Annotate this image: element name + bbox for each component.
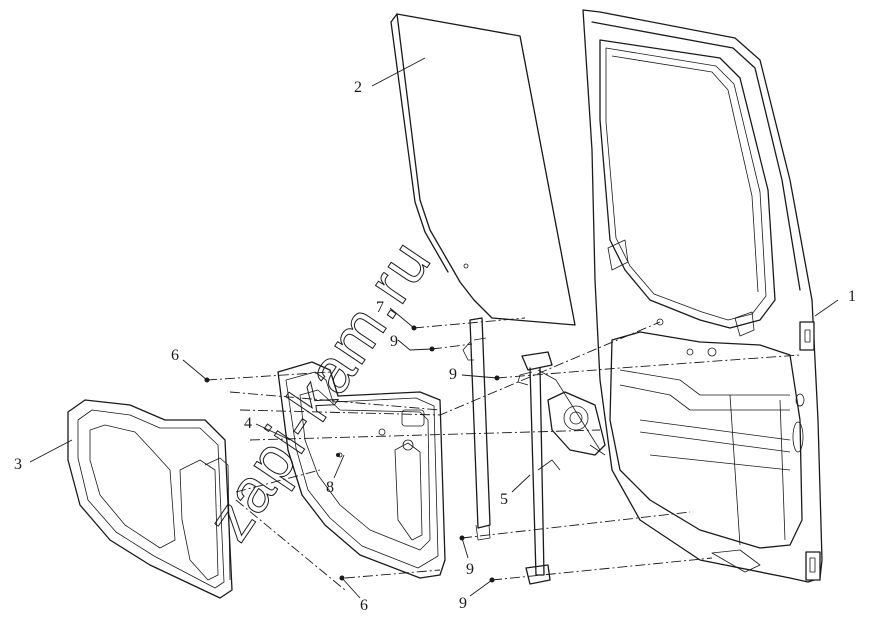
callout-6-top: 6 — [171, 347, 179, 364]
callouts: 2 1 3 4 5 6 6 7 8 9 9 9 9 — [14, 79, 856, 614]
door-frame-part-1 — [582, 9, 823, 583]
callout-9-d: 9 — [459, 595, 467, 612]
window-regulator-part-5 — [517, 351, 606, 585]
assembly-lines — [206, 317, 801, 591]
callout-7: 7 — [376, 299, 384, 316]
callout-6-bottom: 6 — [360, 597, 368, 614]
seal-panel-part-3 — [67, 399, 233, 599]
callout-8: 8 — [326, 479, 334, 496]
callout-2: 2 — [354, 79, 362, 96]
callout-9-c: 9 — [466, 561, 474, 578]
callout-5: 5 — [500, 491, 508, 508]
inner-panel-part-4 — [277, 361, 446, 579]
fastener-8 — [336, 453, 340, 457]
glass-guide-rail — [462, 317, 491, 541]
door-glass-part-2 — [390, 13, 576, 326]
watermark-text: zapi-kam.ru — [194, 228, 445, 553]
callout-9-a: 9 — [390, 333, 398, 350]
watermark: zapi-kam.ru — [194, 227, 446, 553]
callout-9-b: 9 — [449, 366, 457, 383]
callout-3: 3 — [14, 456, 22, 473]
leader-lines — [29, 57, 839, 599]
callout-4: 4 — [244, 415, 252, 432]
callout-1: 1 — [848, 288, 856, 305]
